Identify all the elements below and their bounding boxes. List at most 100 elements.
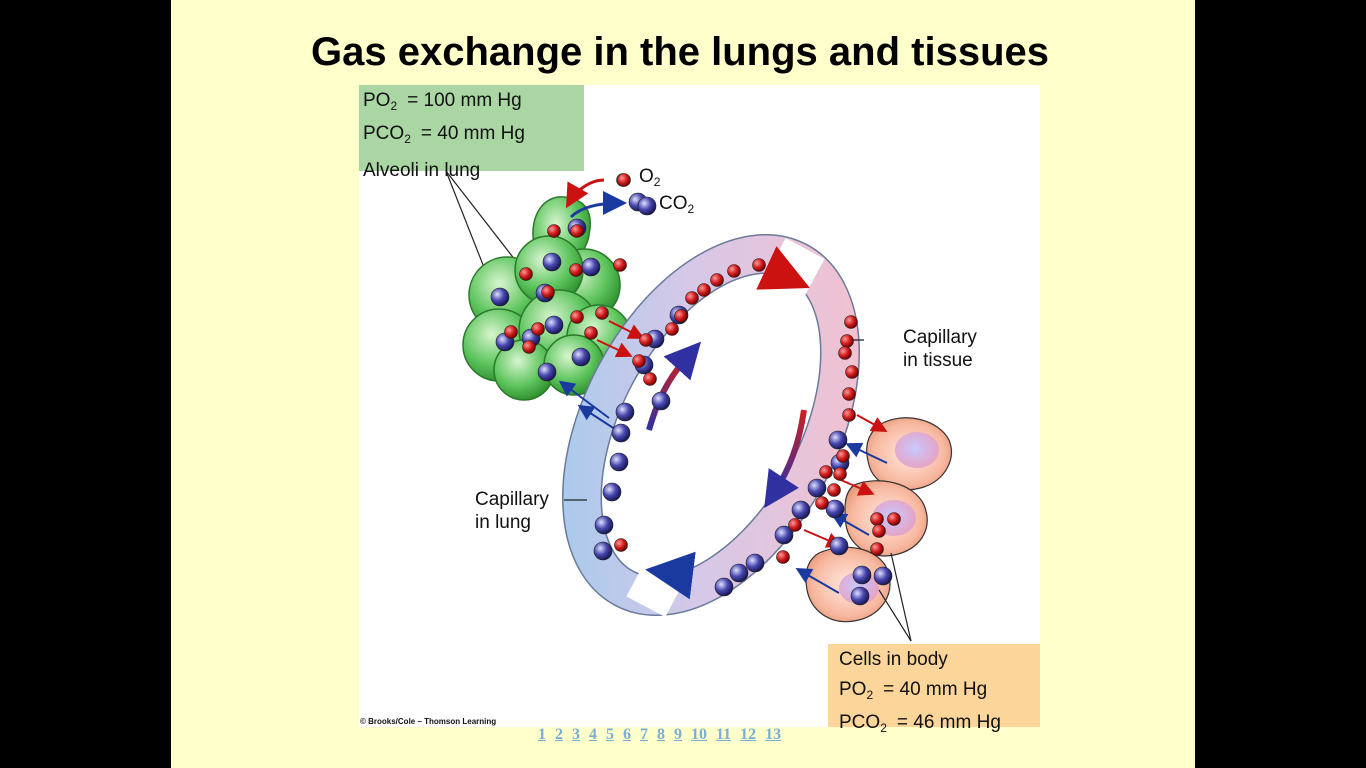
co2-molecule	[829, 536, 849, 556]
lung-po2-sub: 2	[390, 99, 398, 113]
alveoli-caption: Alveoli in lung	[363, 160, 481, 181]
lung-pco2-row: PCO2= 40 mm Hg	[363, 120, 584, 153]
page-link-5[interactable]: 5	[606, 726, 614, 743]
o2-molecule	[584, 326, 598, 340]
o2-molecule	[570, 224, 584, 238]
o2-molecule	[870, 542, 884, 556]
page-link-8[interactable]: 8	[657, 726, 665, 743]
o2-molecule	[840, 334, 854, 348]
co2-molecule	[745, 553, 765, 573]
slide-title: Gas exchange in the lungs and tissues	[311, 30, 1049, 74]
o2-molecule	[569, 263, 583, 277]
co2-molecule	[544, 315, 564, 335]
page-link-4[interactable]: 4	[589, 726, 597, 743]
o2-molecule	[613, 258, 627, 272]
o2-molecule	[815, 496, 829, 510]
co2-molecule	[537, 362, 557, 382]
capillary-tissue-line1: Capillary	[903, 327, 977, 348]
body-po2-row: PO2= 40 mm Hg	[839, 676, 1040, 709]
o2-text: O	[639, 166, 654, 187]
molecules	[490, 173, 901, 606]
co2-molecule	[791, 500, 811, 520]
co2-molecule	[807, 478, 827, 498]
o2-molecule	[665, 322, 679, 336]
body-pco2-row: PCO2 = 46 mm Hg	[839, 709, 1040, 742]
body-box-pointers	[878, 552, 912, 642]
lung-pco2-value: = 40 mm Hg	[420, 123, 525, 144]
o2-molecule	[833, 467, 847, 481]
o2-molecule	[643, 372, 657, 386]
gas-exchange-diagram: PO2= 100 mm Hg PCO2= 40 mm Hg Alveoli in…	[359, 85, 1040, 735]
lung-pco2-sub: 2	[404, 132, 411, 146]
o2-molecule	[522, 340, 536, 354]
o2-molecule	[519, 267, 533, 281]
page-link-6[interactable]: 6	[623, 726, 631, 743]
co2-text: CO	[659, 193, 688, 214]
o2-molecule	[504, 325, 518, 339]
page-link-3[interactable]: 3	[572, 726, 580, 743]
slide: Gas exchange in the lungs and tissues	[171, 0, 1195, 768]
co2-molecule	[542, 252, 562, 272]
body-pco2-value: = 46 mm Hg	[896, 712, 1001, 733]
co2-molecule	[581, 257, 601, 277]
alveoli-info-box: PO2= 100 mm Hg PCO2= 40 mm Hg Alveoli in…	[359, 85, 584, 181]
capillary-lung-line2: in lung	[475, 512, 531, 533]
o2-molecule	[844, 315, 858, 329]
co2-molecule	[594, 515, 614, 535]
lung-po2-label: PO	[363, 90, 391, 111]
o2-molecule	[752, 258, 766, 272]
o2-molecule	[727, 264, 741, 278]
o2-molecule	[842, 408, 856, 422]
capillary-tissue-label: Capillary in tissue	[903, 326, 977, 372]
o2-molecule	[845, 365, 859, 379]
co2-molecule	[609, 452, 629, 472]
body-po2-value: = 40 mm Hg	[883, 679, 988, 700]
co2-sub: 2	[687, 202, 695, 216]
body-cells-caption: Cells in body	[839, 649, 948, 670]
co2-molecule	[602, 482, 622, 502]
o2-molecule	[710, 273, 724, 287]
o2-molecule	[595, 306, 609, 320]
co2-molecule	[611, 423, 631, 443]
page-link-13[interactable]: 13	[765, 726, 782, 743]
lung-box-pointers	[445, 170, 520, 281]
capillary-lung-label: Capillary in lung	[475, 488, 549, 534]
o2-molecule	[531, 322, 545, 336]
o2-molecule	[632, 354, 646, 368]
page-link-2[interactable]: 2	[555, 726, 563, 743]
co2-molecule	[571, 347, 591, 367]
page-link-9[interactable]: 9	[674, 726, 682, 743]
co2-molecule	[828, 430, 848, 450]
co2-molecule	[852, 565, 872, 585]
o2-molecule	[838, 346, 852, 360]
co2-molecule	[729, 563, 749, 583]
o2-molecule	[639, 333, 653, 347]
body-po2-label: PO	[839, 679, 867, 700]
page-link-10[interactable]: 10	[691, 726, 707, 743]
co2-molecule	[825, 499, 845, 519]
o2-molecule	[674, 309, 688, 323]
co2-molecule	[850, 586, 870, 606]
o2-sub: 2	[653, 175, 661, 189]
o2-molecule	[827, 483, 841, 497]
diagram-artwork	[445, 170, 952, 642]
co2-molecule	[714, 577, 734, 597]
o2-molecule	[836, 449, 850, 463]
copyright-credit: © Brooks/Cole – Thomson Learning	[360, 717, 497, 726]
co2-molecule	[774, 525, 794, 545]
body-pco2-sub: 2	[880, 721, 887, 735]
o2-molecule	[685, 291, 699, 305]
o2-molecule	[887, 512, 901, 526]
o2-molecule	[541, 285, 555, 299]
o2-molecule	[697, 283, 711, 297]
body-pco2-label: PCO	[839, 712, 881, 733]
co2-molecule	[651, 391, 671, 411]
o2-molecule	[870, 512, 884, 526]
page-link-11[interactable]: 11	[716, 726, 732, 743]
body-cells-info-box: Cells in body PO2= 40 mm Hg PCO2 = 46 mm …	[828, 644, 1040, 735]
page-link-1[interactable]: 1	[538, 726, 546, 743]
o2-molecule	[547, 224, 561, 238]
page-link-12[interactable]: 12	[740, 726, 757, 743]
page-link-7[interactable]: 7	[640, 726, 648, 743]
